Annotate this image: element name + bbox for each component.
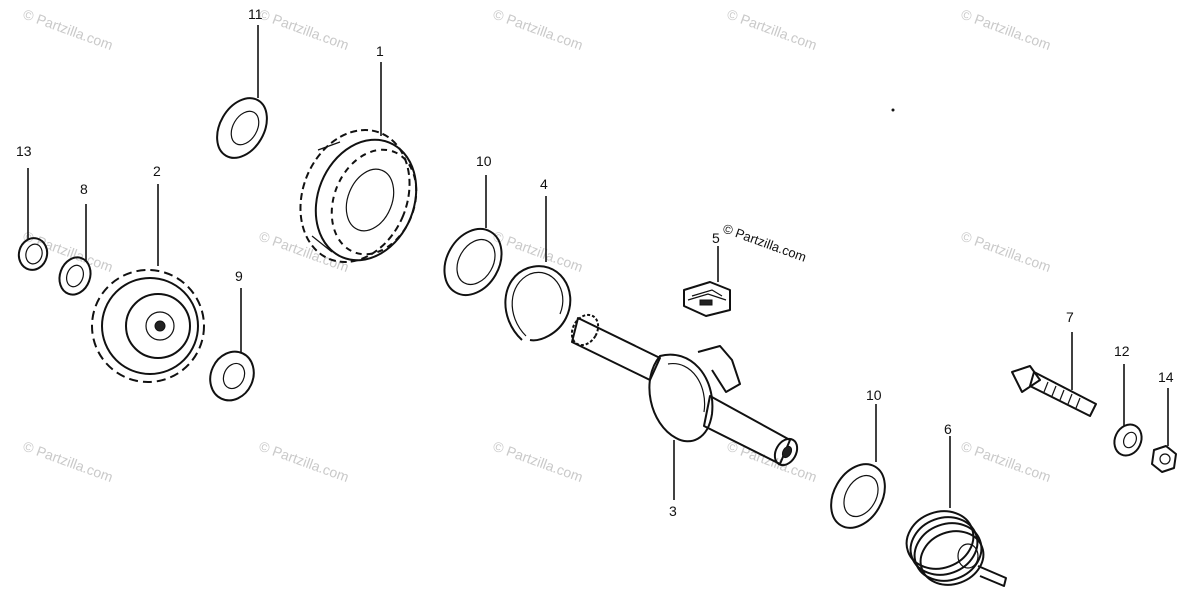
part-6-return-spring: 6 — [905, 421, 1007, 587]
watermark: © Partzilla.com — [959, 6, 1053, 53]
watermark: © Partzilla.com — [21, 228, 115, 275]
callout-10-upper: 10 — [476, 153, 492, 169]
part-10-washer-upper: 10 — [443, 153, 503, 296]
callout-8: 8 — [80, 181, 88, 197]
part-3-kick-spindle: 3 — [570, 313, 799, 519]
part-12-washer: 12 — [1113, 343, 1143, 457]
watermark: © Partzilla.com — [257, 438, 351, 485]
watermark: © Partzilla.com — [491, 6, 585, 53]
part-7-bolt: 7 — [1011, 309, 1097, 417]
watermark: © Partzilla.com — [491, 228, 585, 275]
part-11-washer: 11 — [216, 6, 268, 159]
callout-7: 7 — [1066, 309, 1074, 325]
part-4-spring-ring: 4 — [504, 176, 572, 342]
part-14-nut: 14 — [1151, 369, 1177, 473]
callout-5: 5 — [712, 230, 720, 246]
watermark: © Partzilla.com — [959, 228, 1053, 275]
watermark: © Partzilla.com — [21, 438, 115, 485]
callout-6: 6 — [944, 421, 952, 437]
watermark: © Partzilla.com — [491, 438, 585, 485]
part-2-gear: 2 — [91, 163, 205, 383]
copyright-label: © Partzilla.com — [721, 221, 808, 265]
watermark: © Partzilla.com — [21, 6, 115, 53]
callout-4: 4 — [540, 176, 548, 192]
callout-12: 12 — [1114, 343, 1130, 359]
callout-13: 13 — [16, 143, 32, 159]
callout-10-lower: 10 — [866, 387, 882, 403]
callout-9: 9 — [235, 268, 243, 284]
watermark: © Partzilla.com — [725, 438, 819, 485]
callout-1: 1 — [376, 43, 384, 59]
part-1-ratchet-gear: 1 — [299, 43, 418, 263]
watermark: © Partzilla.com — [725, 6, 819, 53]
watermarks: © Partzilla.com © Partzilla.com © Partzi… — [21, 6, 1053, 485]
callout-11: 11 — [248, 6, 263, 22]
part-5-friction-clip: 5 © Partzilla.com — [683, 221, 808, 317]
part-9-washer: 9 — [209, 268, 255, 402]
part-8-washer: 8 — [58, 181, 92, 296]
watermark: © Partzilla.com — [257, 228, 351, 275]
callout-14: 14 — [1158, 369, 1174, 385]
watermark: © Partzilla.com — [257, 6, 351, 53]
callout-3: 3 — [669, 503, 677, 519]
callout-2: 2 — [153, 163, 161, 179]
watermark: © Partzilla.com — [959, 438, 1053, 485]
part-13-circlip: 13 — [16, 143, 49, 271]
stray-dot — [891, 108, 895, 112]
part-10-washer-lower: 10 — [830, 387, 886, 529]
